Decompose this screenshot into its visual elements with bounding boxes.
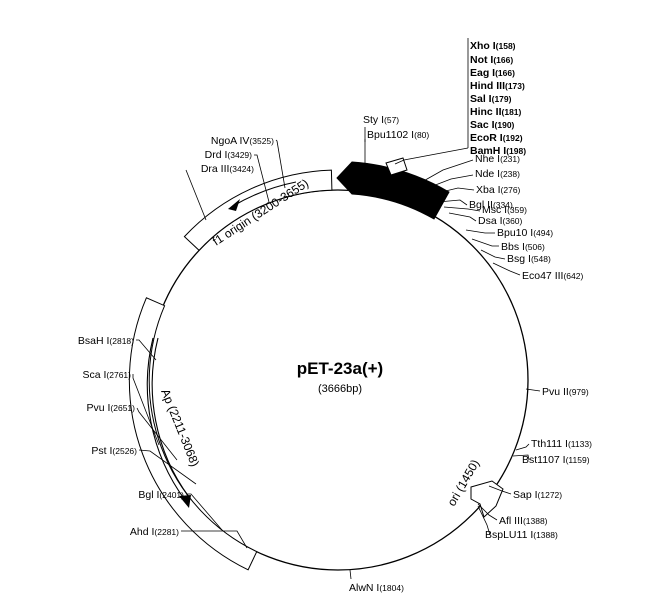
site-label: Pvu I(2651) <box>86 402 135 414</box>
f1-origin-band <box>183 169 333 252</box>
site-label: Bst1107 I(1159) <box>522 454 590 466</box>
mcs-box <box>385 157 408 176</box>
mcs-site-label: EcoR I(192) <box>470 132 523 144</box>
site-label: Eco47 III(642) <box>522 270 583 282</box>
f1-origin-arrowhead <box>228 199 240 211</box>
site-label: Xba I(276) <box>476 184 521 196</box>
site-label: Bgl I(2401) <box>138 489 184 501</box>
site-label: Sap I(1272) <box>513 489 562 501</box>
site-label: Sca I(2761) <box>82 369 131 381</box>
plasmid-name: pET-23a(+) <box>297 359 383 378</box>
mcs-site-label: Xho I(158) <box>470 40 516 52</box>
site-label: NgoA IV(3525) <box>211 135 274 147</box>
mcs-label-stack: Xho I(158) Not I(166) Eag I(166) Hind II… <box>394 38 526 165</box>
site-label: Afl III(1388) <box>499 515 548 527</box>
ap-arrow <box>146 337 186 501</box>
site-label: Bbs I(506) <box>501 241 545 253</box>
plasmid-backbone <box>147 189 529 571</box>
ori-arrow <box>470 480 504 518</box>
site-leader-lines <box>132 139 541 580</box>
site-label: Ahd I(2281) <box>130 526 179 538</box>
site-label: Msc I(359) <box>482 204 527 216</box>
site-sty-bpu: Sty I(57) Bpu1102 I(80) <box>360 114 429 182</box>
site-label: Bsg I(548) <box>507 253 551 265</box>
site-label: Nde I(238) <box>475 168 520 180</box>
site-label: Nhe I(231) <box>475 153 520 165</box>
site-label: Sty I(57) <box>363 114 399 126</box>
mcs-site-label: BamH I(198) <box>470 145 526 157</box>
mcs-site-label: Eag I(166) <box>470 67 515 79</box>
site-label: Pst I(2526) <box>91 445 137 457</box>
mcs-site-label: Sal I(179) <box>470 93 512 105</box>
t7-expression-arrow <box>336 161 450 220</box>
site-label: Tth111 I(1133) <box>531 438 592 450</box>
site-label: BsaH I(2818) <box>78 335 134 347</box>
site-label: Bpu1102 I(80) <box>367 129 429 141</box>
mcs-site-label: Sac I(190) <box>470 119 515 131</box>
ap-arrowhead <box>179 495 191 508</box>
site-label: Bpu10 I(494) <box>497 227 553 239</box>
site-label: Bgl II(334) <box>469 199 513 211</box>
site-label: Pvu II(979) <box>542 386 589 398</box>
plasmid-size: (3666bp) <box>318 383 362 395</box>
mcs-site-label: Hinc II(181) <box>470 106 522 118</box>
site-label: Dsa I(360) <box>478 215 523 227</box>
site-label: Dra III(3424) <box>201 163 254 175</box>
mcs-site-label: Not I(166) <box>470 54 513 66</box>
site-label: Drd I(3429) <box>205 149 253 161</box>
site-label: BspLU11 I(1388) <box>485 529 558 541</box>
mcs-site-label: Hind III(173) <box>470 80 525 92</box>
site-label: AlwN I(1804) <box>349 582 404 594</box>
